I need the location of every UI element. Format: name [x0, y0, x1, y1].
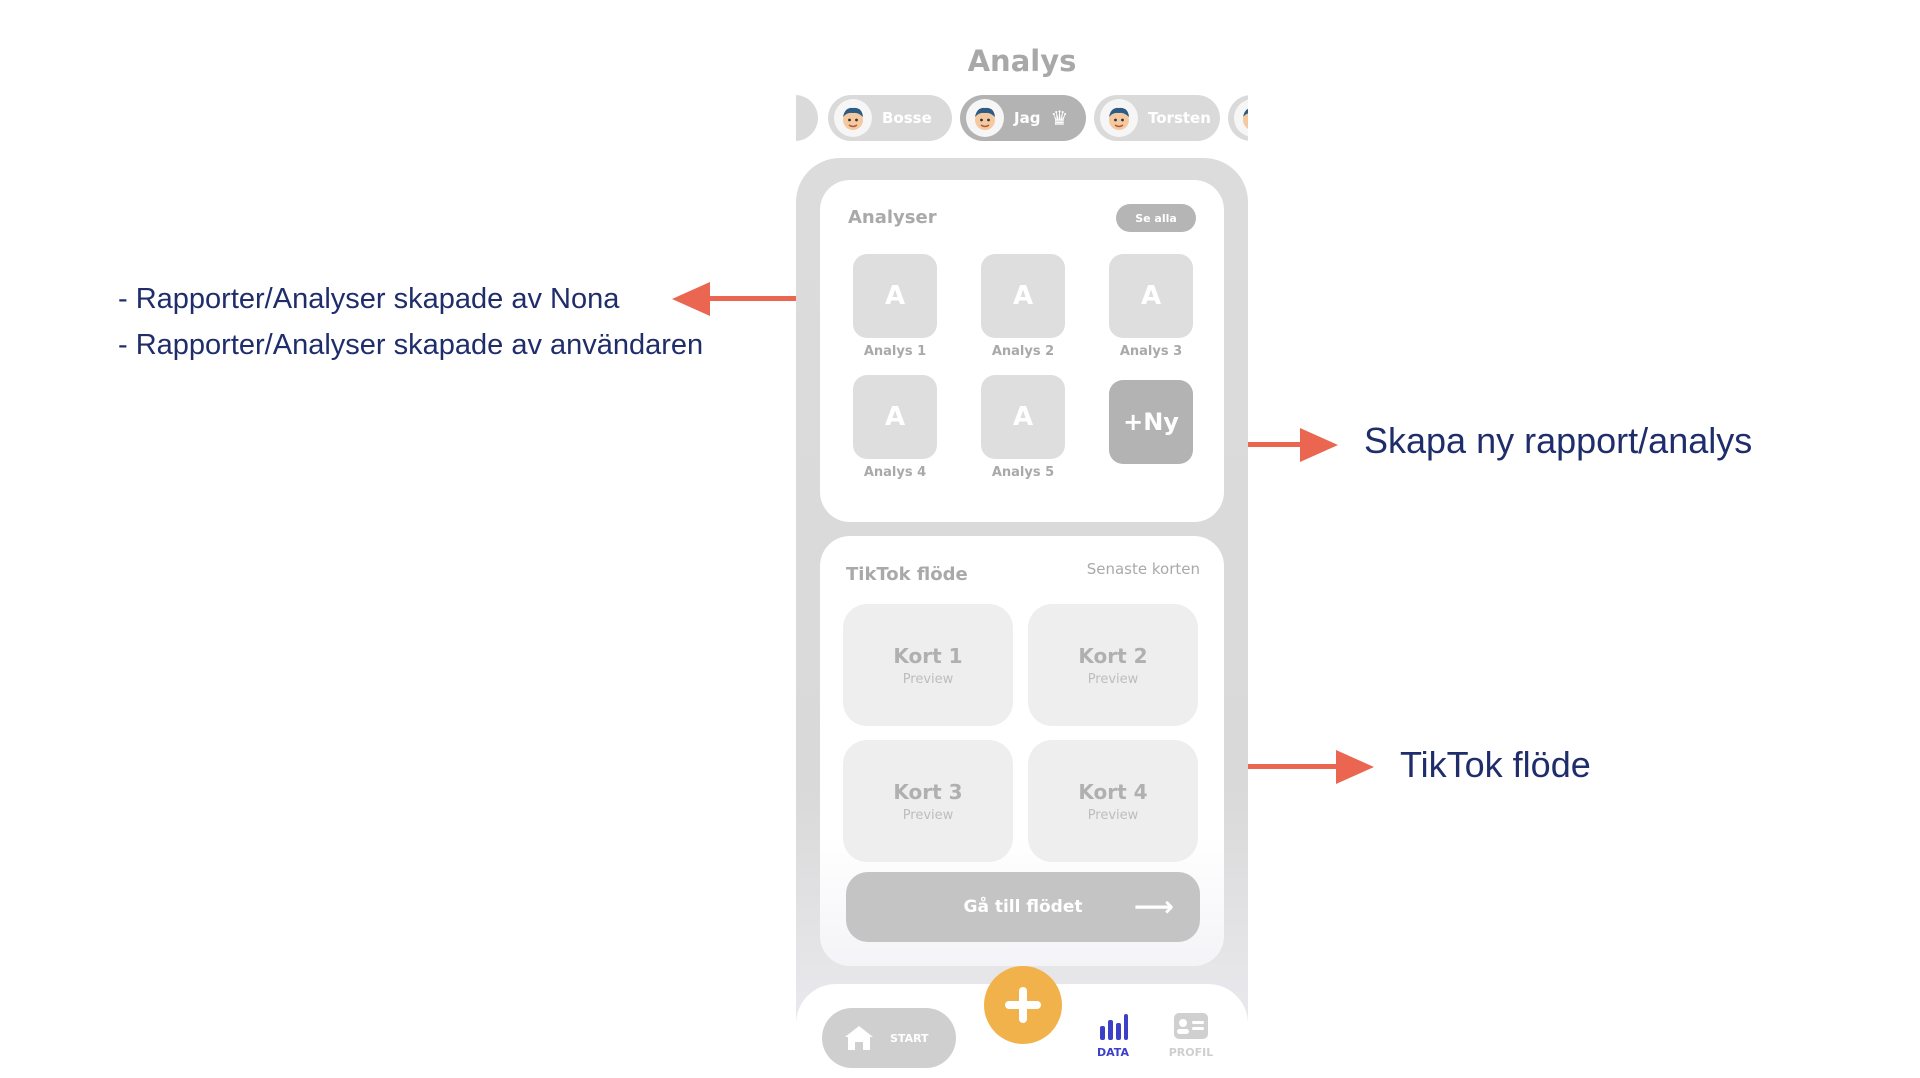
user-chip-name: Bosse — [882, 109, 932, 127]
card-subtitle: Preview — [902, 671, 954, 687]
avatar — [966, 99, 1004, 137]
tile-letter: A — [884, 402, 906, 432]
boy-avatar-icon — [975, 107, 995, 130]
user-chip-name: Jag — [1014, 109, 1041, 127]
user-chip-name: Torsten — [1148, 109, 1211, 127]
analysis-tile-4[interactable]: A — [853, 375, 937, 459]
nav-data-label: DATA — [1097, 1046, 1129, 1059]
nav-profil-tab[interactable]: PROFIL — [1156, 1012, 1226, 1059]
tiktok-card-4[interactable]: Kort 4 Preview — [1028, 740, 1198, 862]
analysis-tile-1[interactable]: A — [853, 254, 937, 338]
tile-letter: A — [1140, 281, 1162, 311]
user-chip-torsten[interactable]: Torsten — [1094, 95, 1220, 141]
card-title: Kort 4 — [1078, 779, 1148, 804]
go-to-feed-label: Gå till flödet — [963, 897, 1083, 917]
analysis-tile-5[interactable]: A — [981, 375, 1065, 459]
annotation-line-user: - Rapporter/Analyser skapade av användar… — [118, 329, 704, 361]
annotation-arrow-new-head — [1300, 428, 1338, 462]
analysis-label-3: Analys 3 — [1119, 344, 1183, 359]
crown-icon: ♛ — [1050, 106, 1069, 130]
analysis-tile-3[interactable]: A — [1109, 254, 1193, 338]
card-title: Kort 3 — [893, 779, 963, 804]
annotation-arrow-left-line — [700, 296, 822, 301]
user-chip-bosse[interactable]: Bosse — [828, 95, 952, 141]
nav-start-button[interactable]: START — [822, 1008, 956, 1068]
user-selector: Bosse Jag ♛ Torsten — [796, 92, 1248, 144]
tiktok-card-2[interactable]: Kort 2 Preview — [1028, 604, 1198, 726]
boy-avatar-icon — [1243, 108, 1248, 129]
profile-card-icon — [1174, 1013, 1208, 1039]
plus-icon — [1005, 987, 1041, 1023]
see-all-button[interactable]: Se alla — [1116, 204, 1196, 232]
avatar — [834, 99, 872, 137]
boy-avatar-icon — [1109, 107, 1129, 130]
card-title: Kort 2 — [1078, 643, 1148, 668]
tile-letter: A — [1012, 281, 1034, 311]
annotation-line-nona: - Rapporter/Analyser skapade av Nona — [118, 283, 620, 315]
user-chip-partial-left[interactable] — [796, 95, 818, 141]
card-subtitle: Preview — [1087, 807, 1139, 823]
home-icon — [845, 1026, 873, 1050]
nav-profil-label: PROFIL — [1168, 1046, 1214, 1059]
page-title: Analys — [967, 44, 1077, 78]
boy-avatar-icon — [843, 107, 863, 130]
latest-cards-link[interactable]: Senaste korten — [1086, 560, 1200, 578]
user-chip-jag[interactable]: Jag ♛ — [960, 95, 1086, 141]
avatar — [1100, 99, 1138, 137]
analyser-title: Analyser — [848, 207, 937, 228]
card-subtitle: Preview — [902, 807, 954, 823]
add-fab-button[interactable] — [984, 966, 1062, 1044]
annotation-tiktok: TikTok flöde — [1400, 744, 1591, 785]
tile-letter: A — [884, 281, 906, 311]
go-to-feed-button[interactable]: Gå till flödet ⟶ — [846, 872, 1200, 942]
bar-chart-icon — [1100, 1014, 1128, 1040]
annotation-arrow-tiktok-head — [1336, 750, 1374, 784]
analysis-label-1: Analys 1 — [863, 344, 927, 359]
avatar — [1234, 99, 1248, 137]
analyser-card — [820, 180, 1224, 522]
new-analysis-button[interactable]: +Ny — [1109, 380, 1193, 464]
card-title: Kort 1 — [893, 643, 963, 668]
annotation-new-report: Skapa ny rapport/analys — [1364, 420, 1753, 461]
annotation-analyses-source: - Rapporter/Analyser skapade av Nona - R… — [118, 276, 703, 368]
nav-start-label: START — [890, 1031, 929, 1045]
tiktok-card-1[interactable]: Kort 1 Preview — [843, 604, 1013, 726]
annotation-arrow-tiktok-line — [1222, 764, 1352, 769]
analysis-label-5: Analys 5 — [991, 465, 1055, 480]
annotation-arrow-new-line — [1184, 442, 1314, 447]
card-subtitle: Preview — [1087, 671, 1139, 687]
analysis-label-2: Analys 2 — [991, 344, 1055, 359]
analysis-label-4: Analys 4 — [863, 465, 927, 480]
tiktok-title: TikTok flöde — [846, 564, 968, 585]
nav-data-tab[interactable]: DATA — [1078, 1012, 1148, 1059]
analysis-tile-2[interactable]: A — [981, 254, 1065, 338]
arrow-right-icon: ⟶ — [1133, 890, 1174, 923]
tiktok-card-3[interactable]: Kort 3 Preview — [843, 740, 1013, 862]
user-chip-partial-right[interactable] — [1228, 95, 1248, 141]
tile-letter: A — [1012, 402, 1034, 432]
